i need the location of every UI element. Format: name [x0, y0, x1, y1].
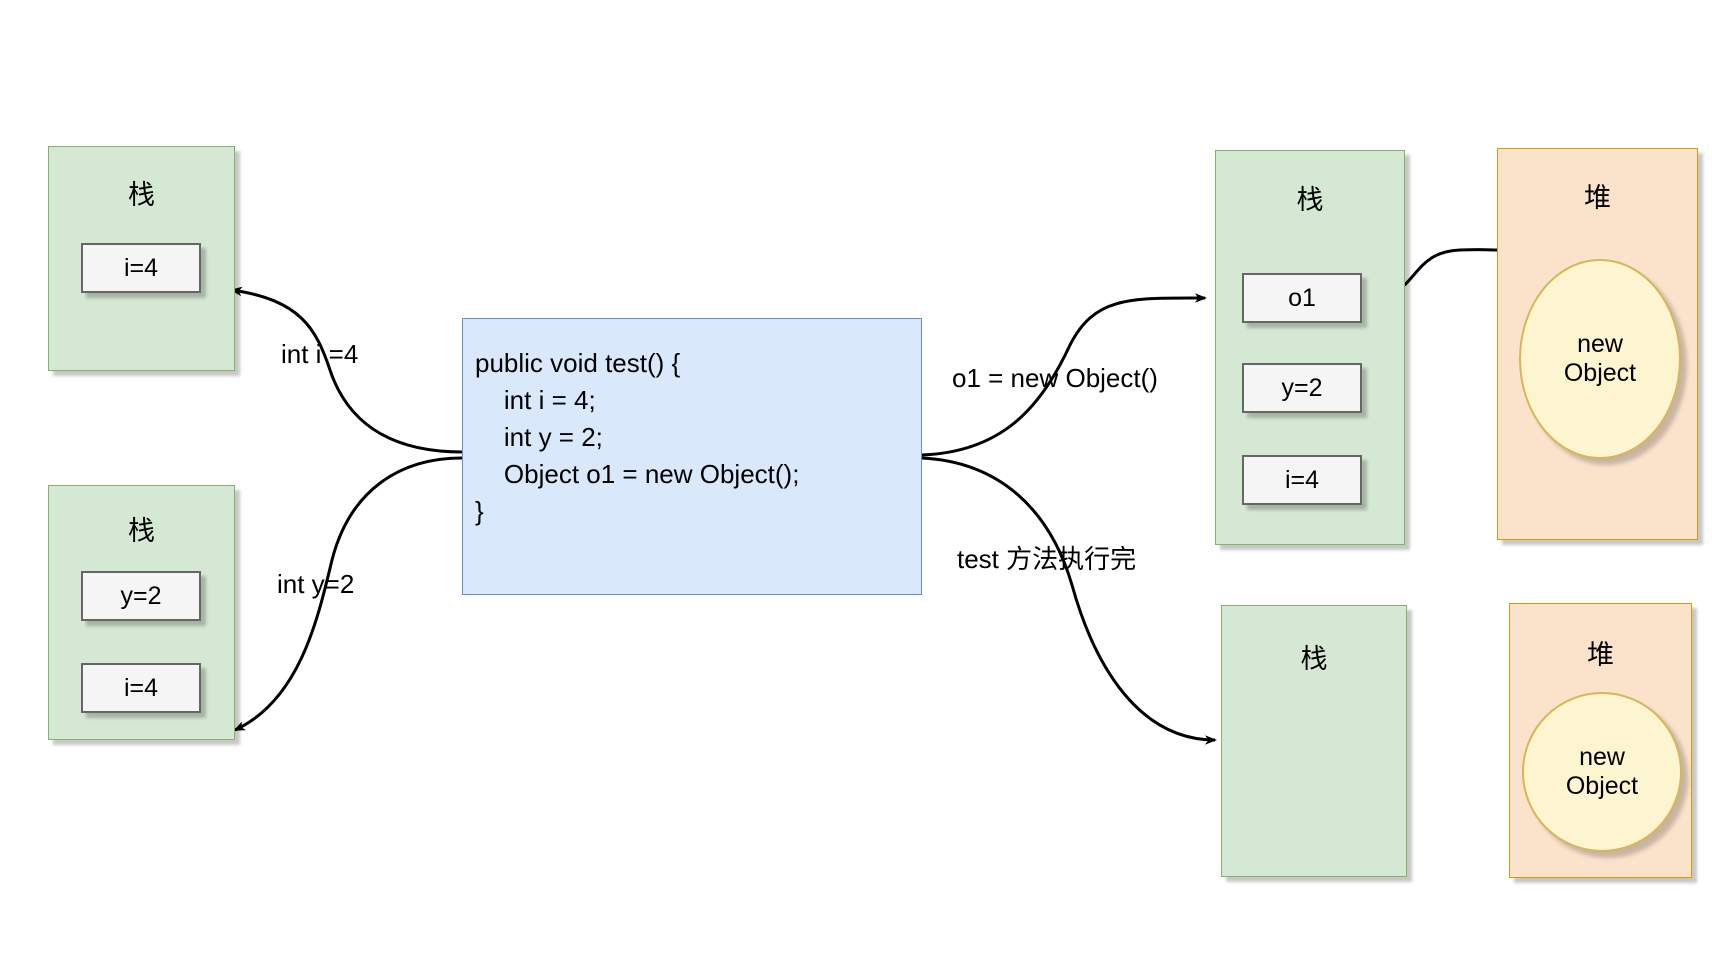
stack-slot-i: i=4: [81, 663, 201, 713]
edge-label-int-i: int i =4: [281, 339, 359, 369]
stack-title-step4: 栈: [1300, 644, 1328, 674]
code-block: public void test() { int i = 4; int y = …: [462, 318, 922, 595]
heap-object-line1: new: [1577, 329, 1623, 358]
stack-title-step2: 栈: [128, 516, 155, 546]
stack-slot-o1: o1: [1242, 273, 1362, 323]
stack-box-step1: 栈 i=4: [48, 146, 235, 371]
edge-label-int-y: int y=2: [277, 569, 355, 599]
stack-box-step4: 栈: [1221, 605, 1407, 877]
stack-slot-y: y=2: [81, 571, 201, 621]
edge-label-o1-new-object: o1 = new Object(): [952, 363, 1158, 393]
heap-object-line2: Object: [1563, 359, 1637, 387]
heap-title-step4: 堆: [1587, 640, 1614, 670]
stack-title-step1: 栈: [128, 180, 155, 210]
stack-box-step3: 栈 o1 y=2 i=4: [1215, 150, 1405, 545]
heap-box-step4: 堆 new Object: [1509, 603, 1692, 878]
stack-slot-y: y=2: [1242, 363, 1362, 413]
edge-label-test-finished: test 方法执行完: [957, 544, 1137, 574]
heap-object-line2: Object: [1565, 772, 1639, 800]
stack-box-step2: 栈 y=2 i=4: [48, 485, 235, 740]
heap-box-step3: 堆 new Object: [1497, 148, 1698, 540]
heap-title-step3: 堆: [1584, 183, 1611, 213]
stack-title-step3: 栈: [1296, 185, 1324, 215]
stack-slot-i: i=4: [81, 243, 201, 293]
edge-int-i-4: [230, 286, 463, 454]
stack-slot-i: i=4: [1242, 455, 1362, 505]
heap-object-step4: new Object: [1522, 692, 1682, 852]
edge-test-finished: [921, 456, 1217, 745]
heap-object-step3: new Object: [1519, 259, 1681, 459]
heap-object-line1: new: [1579, 742, 1625, 771]
